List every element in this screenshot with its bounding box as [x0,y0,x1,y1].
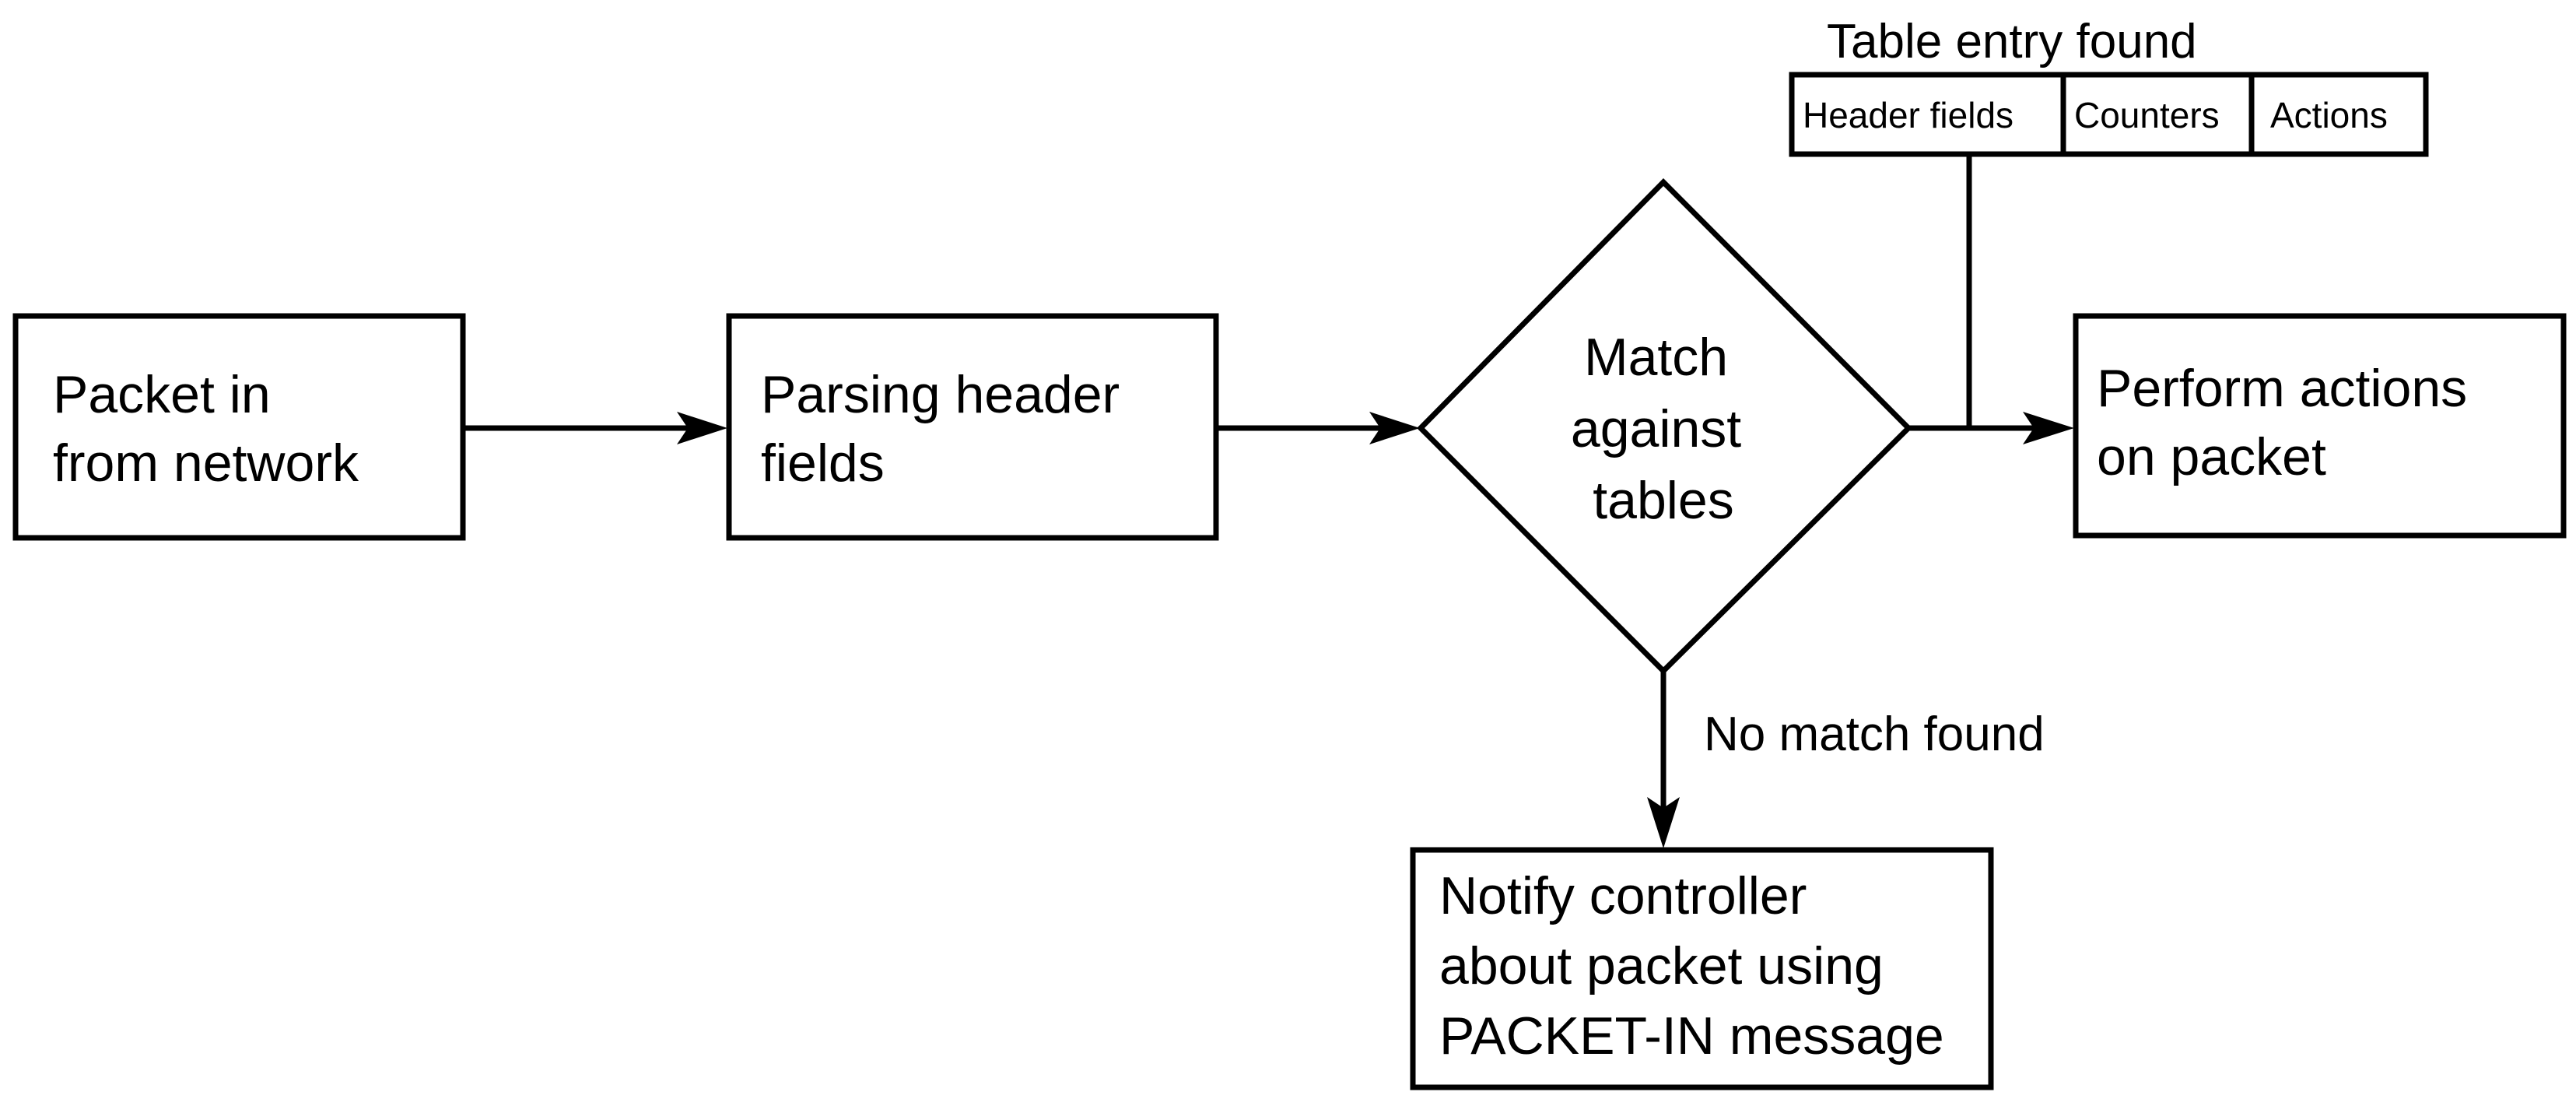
decision-match-line: against [1571,399,1741,458]
node-parsing-line: fields [761,434,885,493]
node-packet-in-line: from network [53,434,359,493]
node-notify-line: about packet using [1439,936,1884,995]
node-perform-actions: Perform actions on packet [2073,313,2567,539]
connector-packet-in-to-parsing [463,412,727,444]
edge-label-no-match-found: No match found [1704,708,2045,761]
node-perform-line: Perform actions [2097,359,2467,418]
node-perform-line: on packet [2097,427,2326,486]
table-entry-field-counters: Counters [2074,95,2220,135]
decision-match-line: tables [1593,471,1733,530]
connector-parsing-to-match [1216,412,1420,444]
node-notify-label: Notify controller about packet using PAC… [1439,866,1944,1066]
decision-match-against-tables: Match against tables [1417,178,1912,675]
node-packet-in-line: Packet in [53,365,271,424]
connector-match-to-perform [1908,412,2074,444]
table-entry-box [1789,72,2429,157]
node-packet-in: Packet in from network [12,313,466,541]
decision-match-line: Match [1584,328,1728,387]
table-entry: Table entry found Header fields Counters… [1789,15,2429,157]
node-notify-line: PACKET-IN message [1439,1006,1944,1066]
table-entry-title: Table entry found [1827,15,2197,68]
node-notify-controller: Notify controller about packet using PAC… [1410,847,1994,1090]
node-parsing-line: Parsing header [761,365,1120,424]
table-entry-field-actions: Actions [2270,95,2388,135]
decision-match-label: Match against tables [1571,328,1756,530]
node-perform-label: Perform actions on packet [2097,359,2482,486]
connector-match-to-notify [1647,669,1680,848]
node-notify-line: Notify controller [1439,866,1807,925]
table-entry-field-header-fields: Header fields [1803,95,2013,135]
node-packet-in-label: Packet in from network [53,365,359,493]
node-parsing-label: Parsing header fields [761,365,1134,493]
node-parsing-header-fields: Parsing header fields [726,313,1219,541]
